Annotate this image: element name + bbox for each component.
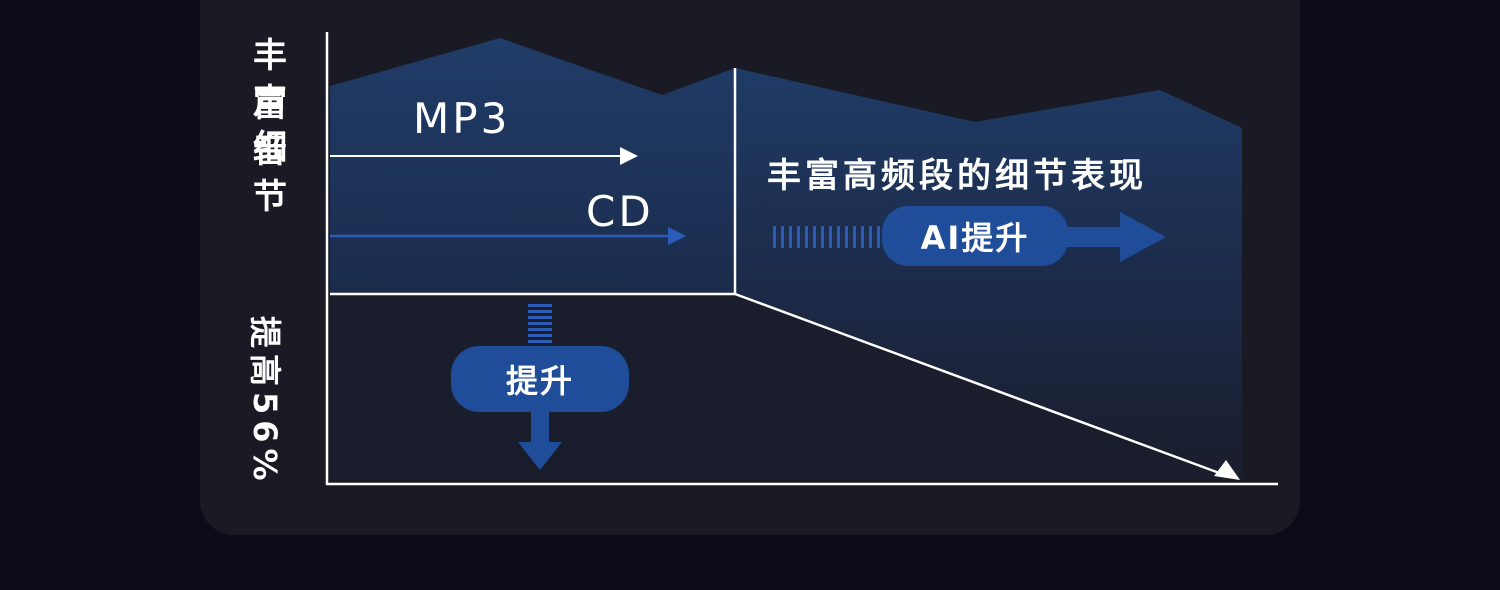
high-frequency-label: 丰富高频段的细节表现 [767, 156, 1147, 196]
mp3-cd-area [330, 38, 735, 294]
extended-range-arrow-head [1214, 460, 1240, 480]
lower-area [330, 294, 1232, 480]
ai-boost-pill: AI提升 [882, 206, 1068, 266]
cd-arrow-head [668, 227, 686, 245]
y-axis-top-label-line-1: 丰富 [253, 36, 287, 125]
y-axis-bottom-label: 提高56% [246, 316, 284, 487]
ai-dash-marks [773, 226, 880, 248]
ai-arrow-shaft [1064, 227, 1130, 247]
y-axis-top-label-line-2: 声音 [253, 82, 287, 171]
y-axis-top-label-line-3: 细节 [253, 128, 287, 217]
mp3-label: MP3 [413, 94, 511, 143]
extended-range-line [734, 292, 1223, 476]
boost-pill: 提升 [451, 346, 629, 412]
ai-arrow-head [1120, 212, 1166, 262]
ai-boost-label: AI提升 [920, 219, 1030, 257]
cd-label: CD [586, 187, 654, 236]
boost-label: 提升 [505, 362, 574, 400]
boost-dash-marks [528, 304, 552, 343]
high-frequency-area [735, 68, 1242, 480]
boost-arrow-shaft [531, 408, 549, 446]
mp3-arrow-head [620, 147, 638, 165]
boost-arrow-head [518, 442, 562, 470]
